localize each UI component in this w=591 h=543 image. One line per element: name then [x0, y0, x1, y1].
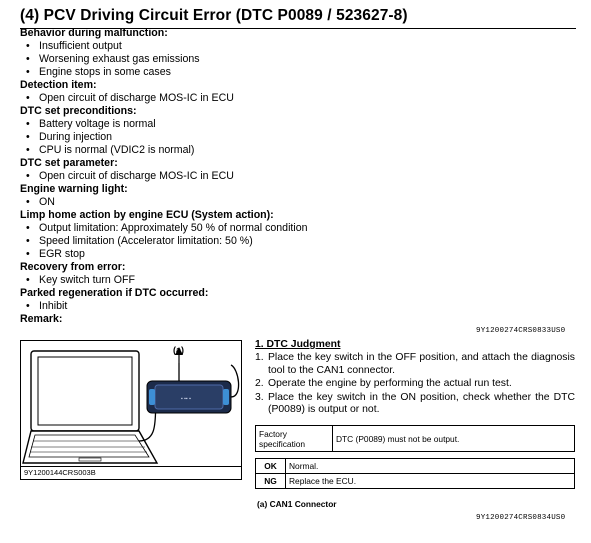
result-table: OK Normal. NG Replace the ECU.: [255, 458, 575, 489]
list-item: • Speed limitation (Accelerator limitatio…: [20, 235, 580, 248]
list-item: • Insufficient output: [20, 40, 580, 53]
result-value: Normal.: [285, 458, 575, 474]
section-heading: DTC set parameter:: [20, 157, 118, 169]
can-cable: [230, 364, 240, 398]
procedure-step: 3. Place the key switch in the ON positio…: [255, 392, 575, 417]
bullet-icon: •: [26, 300, 30, 312]
result-key: OK: [255, 458, 286, 474]
bullet-icon: •: [26, 53, 30, 65]
list-item: • Key switch turn OFF: [20, 274, 580, 287]
section-heading: Parked regeneration if DTC occurred:: [20, 287, 209, 299]
list-item-text: During injection: [39, 131, 113, 143]
list-item: • Battery voltage is normal: [20, 118, 580, 131]
list-item-text: Inhibit: [39, 300, 68, 312]
procedure-step: 2. Operate the engine by performing the a…: [255, 378, 575, 391]
arrow-up-icon: [175, 347, 183, 355]
list-item: • CPU is normal (VDIC2 is normal): [20, 144, 580, 157]
procedure-step: 1. Place the key switch in the OFF positi…: [255, 352, 575, 377]
page-title: (4) PCV Driving Circuit Error (DTC P0089…: [20, 7, 408, 24]
bullet-icon: •: [26, 131, 30, 143]
step-number: 2.: [255, 378, 264, 389]
figure-legend: (a) CAN1 Connector: [257, 499, 337, 509]
result-value: Replace the ECU.: [285, 473, 575, 489]
list-item-text: Open circuit of discharge MOS-IC in ECU: [39, 92, 234, 104]
list-item-text: Battery voltage is normal: [39, 118, 156, 130]
list-item: • ON: [20, 196, 580, 209]
list-item: • Open circuit of discharge MOS-IC in ECU: [20, 170, 580, 183]
spec-value: DTC (P0089) must not be output.: [332, 425, 575, 452]
list-item-text: ON: [39, 196, 55, 208]
section-heading: Limp home action by engine ECU (System a…: [20, 209, 274, 221]
step-text: Place the key switch in the OFF position…: [268, 352, 575, 376]
list-item-text: Worsening exhaust gas emissions: [39, 53, 200, 65]
section-heading: Recovery from error:: [20, 261, 126, 273]
list-item-text: Insufficient output: [39, 40, 122, 52]
bullet-icon: •: [26, 248, 30, 260]
spec-label: Factory specification: [255, 425, 333, 452]
bullet-icon: •: [26, 92, 30, 104]
diagnosis-figure: ▪ ▪▪ ▪ (a) 9Y1200144CRS003B: [20, 340, 242, 480]
step-text: Place the key switch in the ON position,…: [268, 391, 575, 416]
bullet-icon: •: [26, 235, 30, 247]
bullet-icon: •: [26, 170, 30, 182]
procedure-heading: 1. DTC Judgment: [255, 339, 341, 350]
bullet-icon: •: [26, 40, 30, 52]
list-item-text: Speed limitation (Accelerator limitation…: [39, 235, 253, 247]
callout-a: (a): [173, 345, 184, 355]
list-item: • Inhibit: [20, 300, 580, 313]
section-heading: Behavior during malfunction:: [20, 27, 168, 39]
laptop-diagnosis-tool-illustration: ▪ ▪▪ ▪ (a): [22, 345, 240, 464]
laptop-keyboard: [28, 434, 150, 458]
factory-spec-table: Factory specification DTC (P0089) must n…: [255, 425, 575, 452]
bullet-icon: •: [26, 144, 30, 156]
laptop-screen-inner: [37, 356, 133, 426]
bullet-icon: •: [26, 66, 30, 78]
section-heading: Remark:: [20, 313, 63, 325]
step-text: Operate the engine by performing the act…: [268, 378, 512, 389]
document-code-bottom: 9Y1200274CRS0834US0: [476, 514, 566, 522]
bullet-icon: •: [26, 274, 30, 286]
list-item: • Open circuit of discharge MOS-IC in ECU: [20, 92, 580, 105]
list-item-text: Output limitation: Approximately 50 % of…: [39, 222, 308, 234]
list-item: • Worsening exhaust gas emissions: [20, 53, 580, 66]
list-item: • During injection: [20, 131, 580, 144]
laptop-touchpad: [78, 457, 102, 462]
tool-indicator: [149, 389, 155, 405]
result-row-ng: NG Replace the ECU.: [255, 473, 575, 489]
title-underline: [20, 28, 576, 29]
list-item-text: EGR stop: [39, 248, 85, 260]
figure-caption: 9Y1200144CRS003B: [21, 466, 241, 479]
result-key: NG: [255, 473, 286, 489]
list-item-text: Engine stops in some cases: [39, 66, 171, 78]
list-item: • Engine stops in some cases: [20, 66, 580, 79]
list-item: • Output limitation: Approximately 50 % o…: [20, 222, 580, 235]
bullet-icon: •: [26, 118, 30, 130]
list-item-text: Key switch turn OFF: [39, 274, 135, 286]
bullet-icon: •: [26, 196, 30, 208]
section-heading: Detection item:: [20, 79, 97, 91]
dtc-sections: Behavior during malfunction:•Insufficien…: [20, 27, 580, 326]
document-code-top: 9Y1200274CRS0833US0: [476, 327, 566, 335]
list-item: • EGR stop: [20, 248, 580, 261]
section-heading: DTC set preconditions:: [20, 105, 137, 117]
list-item-text: CPU is normal (VDIC2 is normal): [39, 144, 195, 156]
procedure: 1. DTC Judgment 1. Place the key switch i…: [255, 338, 575, 417]
step-number: 3.: [255, 391, 264, 403]
step-number: 1.: [255, 352, 264, 363]
list-item-text: Open circuit of discharge MOS-IC in ECU: [39, 170, 234, 182]
svg-text:▪ ▪▪ ▪: ▪ ▪▪ ▪: [181, 396, 191, 402]
section-heading: Engine warning light:: [20, 183, 128, 195]
procedure-steps: 1. Place the key switch in the OFF positi…: [255, 352, 575, 417]
bullet-icon: •: [26, 222, 30, 234]
result-row-ok: OK Normal.: [255, 458, 575, 474]
